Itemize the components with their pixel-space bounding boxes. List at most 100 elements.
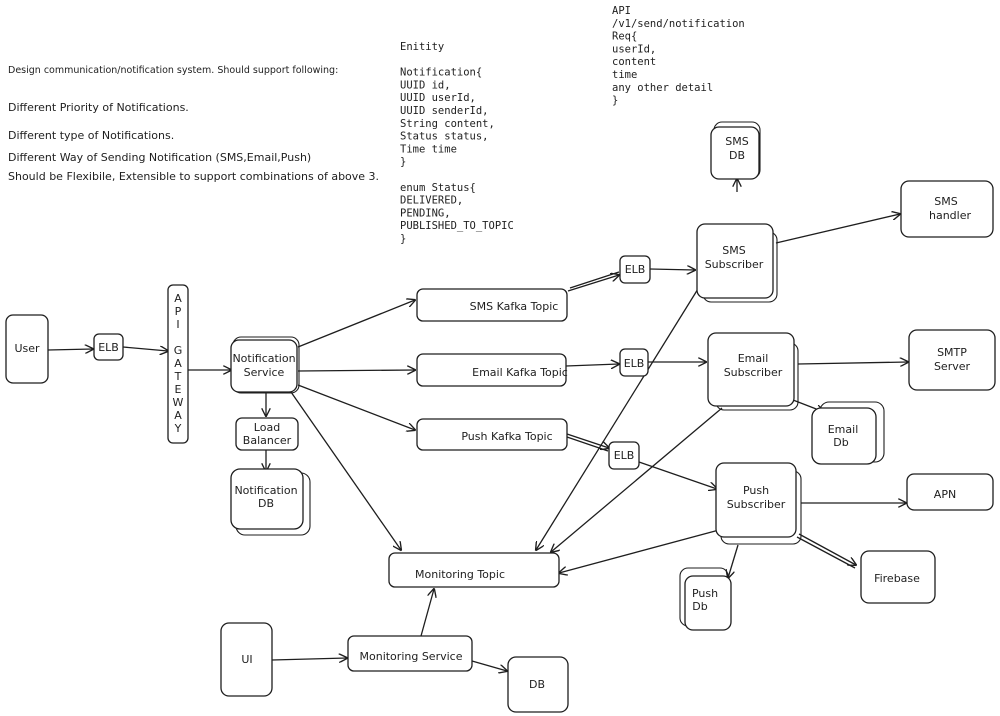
edge-service-sms-topic bbox=[297, 300, 415, 348]
note-line: /v1/send/notification bbox=[612, 18, 745, 30]
node-label: Firebase bbox=[874, 572, 920, 585]
gateway-char: G bbox=[174, 344, 183, 357]
node-label: ELB bbox=[624, 357, 645, 370]
edge-user-elb bbox=[47, 349, 93, 350]
note-line: userId, bbox=[612, 43, 656, 55]
node-notification-service[interactable]: Notification Service bbox=[230, 336, 300, 394]
note-line: UUID id, bbox=[400, 79, 451, 91]
node-push-subscriber[interactable]: Push Subscriber bbox=[715, 462, 802, 545]
node-label: Subscriber bbox=[727, 498, 786, 511]
note-line: String content, bbox=[400, 118, 495, 130]
gateway-char: Y bbox=[174, 422, 182, 435]
node-label: Push Kafka Topic bbox=[461, 430, 552, 443]
note-line: } bbox=[400, 233, 406, 245]
node-db[interactable]: DB bbox=[507, 656, 569, 713]
note-line: UUID senderId, bbox=[400, 105, 489, 117]
requirement-item: Different type of Notifications. bbox=[8, 129, 174, 142]
node-smtp-server[interactable]: SMTP Server bbox=[908, 329, 996, 391]
note-line: API bbox=[612, 5, 631, 17]
node-elb-push[interactable]: ELB bbox=[608, 441, 640, 470]
node-monitoring-service[interactable]: Monitoring Service bbox=[347, 635, 473, 672]
edge-monitoring-service-db bbox=[471, 660, 507, 671]
edge-email-subscriber-smtp bbox=[797, 362, 908, 364]
node-label: Notification bbox=[232, 352, 295, 365]
node-label: SMS bbox=[722, 244, 745, 257]
node-label: User bbox=[14, 342, 40, 355]
note-line: } bbox=[612, 95, 618, 107]
node-firebase[interactable]: Firebase bbox=[860, 550, 936, 604]
connectors bbox=[47, 179, 908, 671]
node-apn[interactable]: APN bbox=[906, 473, 994, 511]
node-label: Notification bbox=[234, 484, 297, 497]
node-elb-user[interactable]: ELB bbox=[93, 333, 124, 361]
node-label: Service bbox=[244, 366, 285, 379]
edge-monitoring-service-topic bbox=[420, 589, 434, 637]
node-label: Email bbox=[828, 423, 859, 436]
note-line: } bbox=[400, 156, 406, 168]
gateway-char: A bbox=[174, 409, 182, 422]
requirements-note: Design communication/notification system… bbox=[8, 65, 379, 183]
node-sms-kafka-topic[interactable]: SMS Kafka Topic bbox=[416, 288, 568, 322]
note-line: PUBLISHED_TO_TOPIC bbox=[400, 220, 514, 232]
edge-push-subscriber-db bbox=[728, 544, 739, 578]
edge-sms-topic-elb-stroke bbox=[569, 271, 620, 289]
node-label: Subscriber bbox=[705, 258, 764, 271]
node-ui[interactable]: UI bbox=[220, 622, 273, 697]
requirement-item: Different Way of Sending Notification (S… bbox=[8, 151, 311, 164]
edge-push-topic-elb-stroke bbox=[566, 436, 609, 452]
edge-push-topic-elb bbox=[566, 433, 609, 448]
node-email-db[interactable]: Email Db bbox=[811, 401, 885, 465]
note-line: Time time bbox=[400, 143, 457, 155]
node-email-kafka-topic[interactable]: Email Kafka Topic bbox=[416, 353, 568, 387]
edge-email-subscriber-monitoring bbox=[551, 407, 723, 552]
edge-email-topic-elb bbox=[565, 364, 619, 366]
note-line: UUID userId, bbox=[400, 92, 476, 104]
gateway-char: A bbox=[174, 357, 182, 370]
node-sms-db[interactable]: SMS DB bbox=[710, 121, 761, 180]
node-monitoring-topic[interactable]: Monitoring Topic bbox=[388, 552, 560, 588]
edge-sms-subscriber-monitoring bbox=[536, 275, 707, 550]
node-label: DB bbox=[729, 149, 745, 162]
note-line: Status status, bbox=[400, 131, 489, 143]
node-label: Email bbox=[738, 352, 769, 365]
edge-push-subscriber-firebase-stroke bbox=[796, 536, 856, 569]
node-elb-email[interactable]: ELB bbox=[619, 348, 649, 377]
node-elb-sms[interactable]: ELB bbox=[619, 255, 651, 284]
gateway-char: W bbox=[173, 396, 184, 409]
edge-push-subscriber-monitoring bbox=[559, 529, 720, 573]
node-email-subscriber[interactable]: Email Subscriber bbox=[707, 332, 799, 411]
node-user[interactable]: User bbox=[5, 314, 49, 384]
node-sms-handler[interactable]: SMS handler bbox=[900, 180, 994, 238]
edge-sms-subscriber-handler bbox=[775, 214, 900, 244]
note-line: DELIVERED, bbox=[400, 195, 463, 207]
node-label: APN bbox=[934, 488, 956, 501]
requirements-title: Design communication/notification system… bbox=[8, 65, 338, 76]
node-load-balancer[interactable]: Load Balancer bbox=[235, 417, 299, 451]
node-sms-subscriber[interactable]: SMS Subscriber bbox=[696, 223, 778, 303]
node-label: Load bbox=[254, 421, 280, 434]
node-label: SMTP bbox=[937, 346, 967, 359]
node-label: Db bbox=[833, 436, 848, 449]
node-label: Monitoring Topic bbox=[415, 568, 505, 581]
edge-elb-sms-subscriber bbox=[649, 269, 695, 270]
node-push-db[interactable]: Push Db bbox=[679, 567, 732, 631]
node-label: DB bbox=[258, 497, 274, 510]
node-label: ELB bbox=[614, 449, 635, 462]
node-push-kafka-topic[interactable]: Push Kafka Topic bbox=[416, 418, 568, 451]
node-label: ELB bbox=[625, 263, 646, 276]
note-line: PENDING, bbox=[400, 207, 451, 219]
node-label: Push bbox=[692, 587, 718, 600]
edge-sms-topic-elb bbox=[567, 275, 619, 292]
node-label: handler bbox=[929, 209, 971, 222]
note-line: enum Status{ bbox=[400, 182, 476, 194]
note-line: Enitity bbox=[400, 41, 444, 53]
edge-ui-monitoring-service bbox=[271, 658, 347, 660]
node-notification-db[interactable]: Notification DB bbox=[230, 468, 311, 536]
node-label: SMS Kafka Topic bbox=[470, 300, 559, 313]
requirement-item: Should be Flexibile, Extensible to suppo… bbox=[8, 170, 379, 183]
